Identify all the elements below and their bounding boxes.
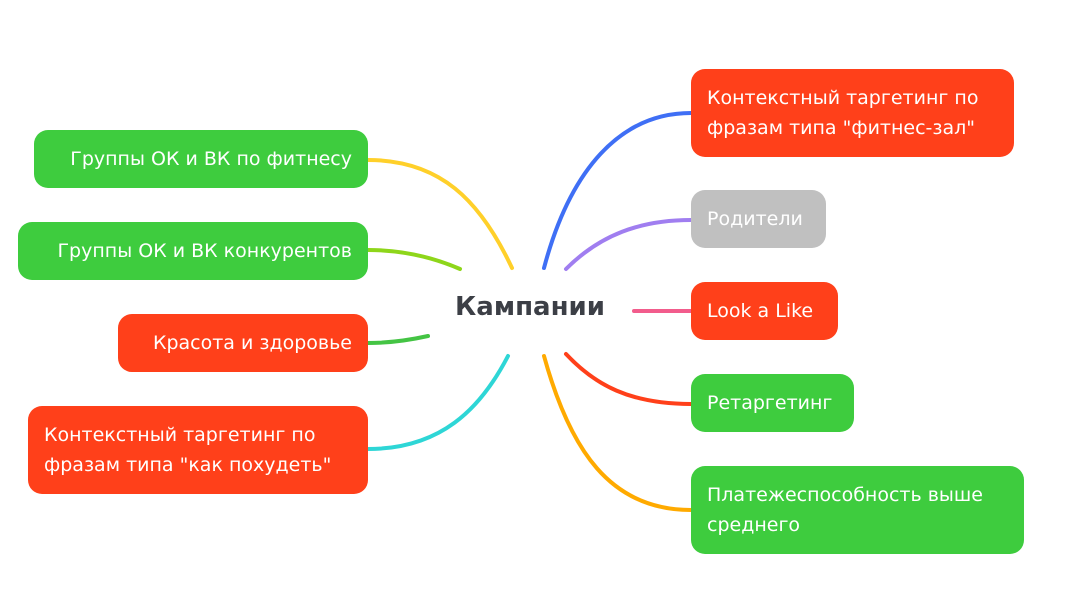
node-label-line: фразам типа "как похудеть" xyxy=(44,454,332,476)
node-lookalike[interactable]: Look a Like xyxy=(691,282,838,340)
link-context-lose-weight xyxy=(366,354,510,451)
node-context-lose-weight[interactable]: Контекстный таргетинг по фразам типа "ка… xyxy=(28,406,368,494)
node-label: Группы ОК и ВК конкурентов xyxy=(57,240,352,262)
node-label-line: фразам типа "фитнес-зал" xyxy=(707,117,976,139)
node-competitor-groups[interactable]: Группы ОК и ВК конкурентов xyxy=(18,222,368,280)
link-fitness-groups xyxy=(366,158,514,270)
central-topic[interactable]: Кампании xyxy=(455,292,605,322)
node-label: Родители xyxy=(707,208,803,230)
link-parents xyxy=(564,218,693,271)
node-label-line: Контекстный таргетинг по xyxy=(707,87,979,109)
link-beauty-health xyxy=(366,334,430,345)
node-context-fitness-hall[interactable]: Контекстный таргетинг по фразам типа "фи… xyxy=(691,69,1014,157)
link-context-fitness-hall xyxy=(542,111,693,270)
node-label-line: среднего xyxy=(707,514,801,536)
node-label-line: Контекстный таргетинг по xyxy=(44,424,316,446)
node-retargeting[interactable]: Ретаргетинг xyxy=(691,374,854,432)
link-competitor-groups xyxy=(366,248,462,271)
node-label: Look a Like xyxy=(707,300,814,322)
node-label: Группы ОК и ВК по фитнесу xyxy=(70,148,352,170)
node-solvency[interactable]: Платежеспособность выше среднего xyxy=(691,466,1024,554)
node-label: Красота и здоровье xyxy=(152,332,352,354)
link-retargeting xyxy=(564,352,693,406)
node-fitness-groups[interactable]: Группы ОК и ВК по фитнесу xyxy=(34,130,368,188)
node-label: Ретаргетинг xyxy=(707,392,833,414)
node-parents[interactable]: Родители xyxy=(691,190,826,248)
node-beauty-health[interactable]: Красота и здоровье xyxy=(118,314,368,372)
link-solvency xyxy=(542,354,693,512)
node-label-line: Платежеспособность выше xyxy=(707,484,983,506)
